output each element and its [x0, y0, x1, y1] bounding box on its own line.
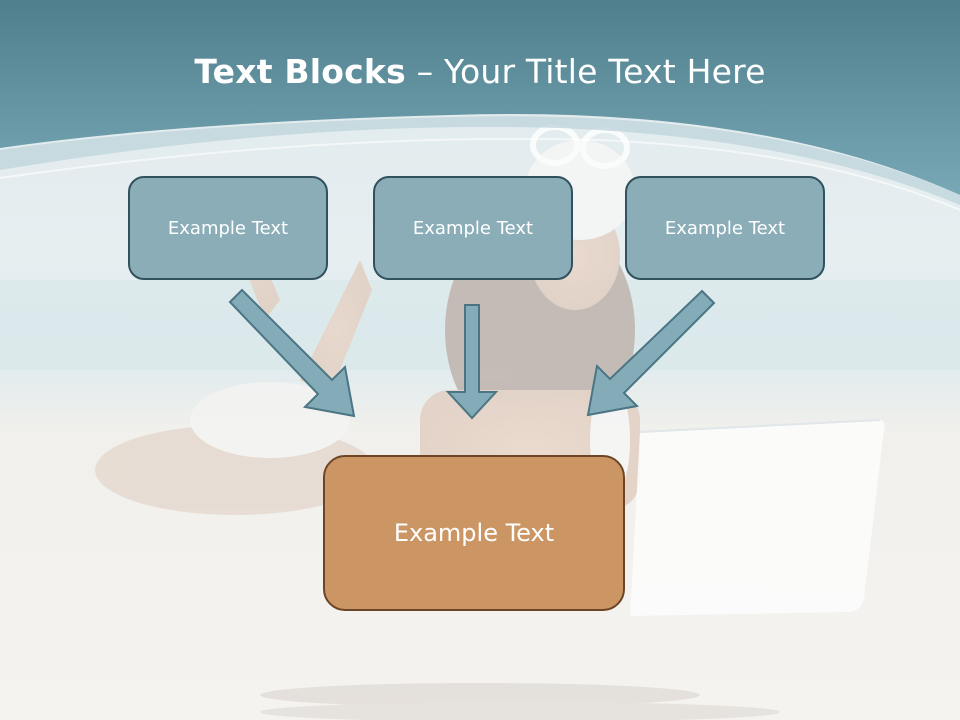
- arrow-left-diagonal: [228, 288, 356, 418]
- text-block-top-center: Example Text: [373, 176, 573, 280]
- arrow-center-down: [445, 304, 499, 420]
- text-block-label: Example Text: [412, 217, 534, 239]
- text-block-label: Example Text: [664, 217, 786, 239]
- text-block-top-right: Example Text: [625, 176, 825, 280]
- text-block-label: Example Text: [167, 217, 289, 239]
- title-bold-part: Text Blocks: [194, 52, 406, 91]
- text-block-top-left: Example Text: [128, 176, 328, 280]
- text-block-label: Example Text: [393, 519, 555, 547]
- arrow-right-diagonal: [586, 289, 716, 417]
- slide-title: Text Blocks – Your Title Text Here: [0, 52, 960, 91]
- text-block-bottom: Example Text: [323, 455, 625, 611]
- title-rest-part: – Your Title Text Here: [405, 52, 766, 91]
